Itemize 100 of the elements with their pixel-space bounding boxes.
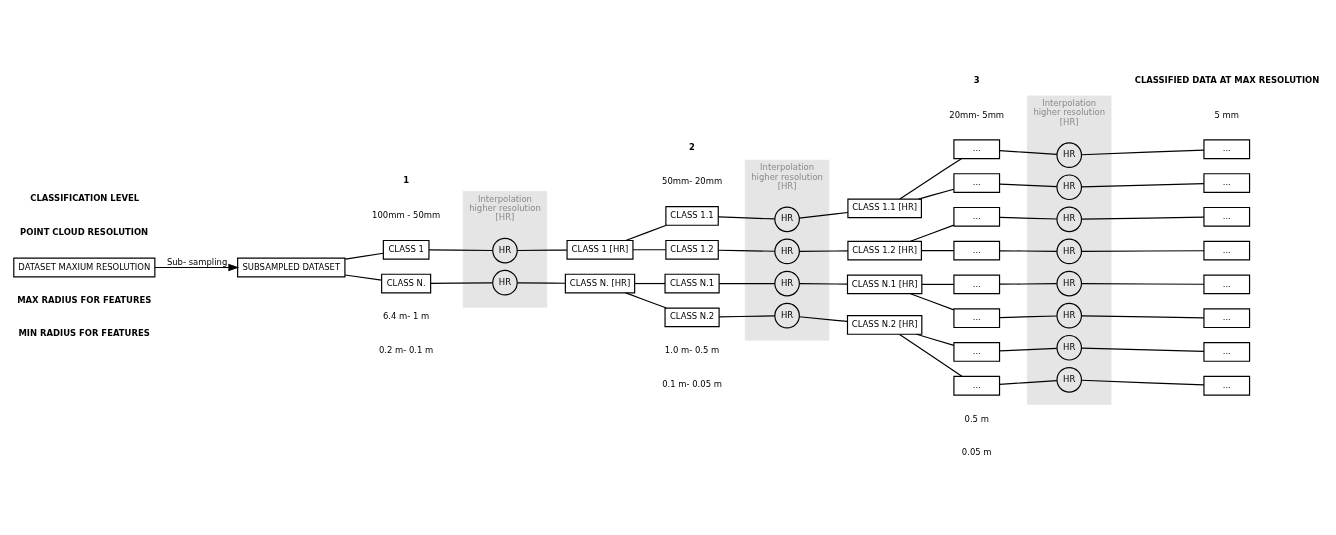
connector: [998, 380, 1058, 385]
node-box: ...: [953, 139, 1001, 160]
connector: [516, 282, 566, 284]
connector: [1080, 149, 1205, 156]
label: MIN RADIUS FOR FEATURES: [18, 328, 150, 339]
node-circle: HR: [774, 302, 800, 329]
node-box: CLASS 1.2 [HR]: [847, 240, 922, 261]
edge-label: Sub- sampling: [166, 256, 228, 267]
node-box: CLASS 1 [HR]: [566, 239, 634, 260]
connector: [717, 249, 776, 252]
node-box: CLASS 1.2: [665, 239, 719, 260]
node-box: CLASS N.1 [HR]: [846, 274, 923, 295]
node-box: CLASS N.1: [664, 273, 720, 294]
connector: [921, 283, 955, 285]
node-box: ...: [1203, 342, 1251, 362]
connector: [1080, 315, 1205, 319]
connector: [344, 274, 383, 281]
node-circle: HR: [774, 206, 800, 233]
node-box: SUBSAMPLED DATASET: [237, 257, 346, 278]
connector: [998, 216, 1058, 220]
connector: [428, 249, 494, 252]
node-box: CLASS 1: [382, 239, 430, 260]
node-box: ...: [953, 342, 1001, 362]
label: POINT CLOUD RESOLUTION: [20, 226, 149, 237]
connector: [1080, 250, 1205, 252]
node-circle: HR: [492, 237, 518, 264]
connector: [634, 282, 666, 285]
connector: [1080, 347, 1205, 352]
node-box: CLASS N.2: [664, 307, 720, 328]
connector: [998, 283, 1058, 285]
connector: [516, 249, 568, 252]
connector: [918, 188, 955, 200]
node-circle: HR: [1056, 334, 1083, 361]
connector: [718, 315, 776, 318]
node-circle: HR: [492, 269, 518, 296]
node-box: ...: [1203, 173, 1251, 193]
node-box: DATASET MAXIUM RESOLUTION: [13, 257, 156, 278]
connector: [798, 211, 849, 219]
connector: [998, 183, 1058, 188]
arrow: [154, 263, 240, 272]
node-box: ...: [1203, 206, 1251, 227]
label: 5 mm: [1214, 109, 1240, 120]
label: 100mm - 50mm: [372, 210, 441, 221]
connector: [430, 282, 494, 284]
label: 1.0 m- 0.5 m: [664, 345, 720, 356]
connector: [909, 293, 955, 311]
node-box: CLASS 1.1: [665, 206, 719, 226]
connector: [1080, 183, 1205, 188]
connector: [909, 224, 955, 242]
connector: [998, 150, 1058, 155]
label: MAX RADIUS FOR FEATURES: [17, 294, 152, 305]
node-box: ...: [953, 274, 1001, 295]
label: CLASSIFIED DATA AT MAX RESOLUTION: [1134, 74, 1320, 85]
node-circle: HR: [1056, 174, 1083, 201]
connector: [916, 333, 955, 346]
node-box: ...: [953, 375, 1001, 396]
node-box: ...: [1203, 308, 1251, 329]
node-box: ...: [1203, 274, 1251, 295]
label: 6.4 m- 1 m: [382, 311, 430, 322]
node-box: CLASS N. [HR]: [564, 273, 636, 294]
node-box: ...: [953, 308, 1001, 329]
connector: [799, 283, 848, 285]
label: 2: [689, 141, 695, 152]
connector: [998, 347, 1058, 352]
node-box: ...: [953, 240, 1001, 261]
node-circle: HR: [1056, 367, 1083, 393]
node-circle: HR: [774, 238, 800, 265]
connector: [798, 316, 849, 322]
label: 3: [973, 74, 980, 85]
node-circle: HR: [1056, 142, 1083, 168]
node-box: ...: [953, 173, 1001, 193]
node-box: CLASS N.: [381, 273, 432, 294]
connector: [899, 333, 963, 377]
connector: [799, 250, 849, 252]
connector: [718, 282, 776, 285]
node-box: ...: [1203, 240, 1251, 261]
label: 0.1 m- 0.05 m: [662, 379, 722, 390]
connector: [717, 216, 776, 220]
label: 0.2 m- 0.1 m: [378, 345, 434, 356]
node-box: CLASS 1.1 [HR]: [847, 198, 922, 219]
label: 50mm- 20mm: [662, 176, 723, 187]
node-circle: HR: [1056, 270, 1083, 297]
node-box: ...: [1203, 375, 1251, 396]
node-box: ...: [1203, 139, 1251, 160]
connector: [899, 158, 962, 200]
label: 0.05 m: [961, 447, 992, 458]
label: CLASSIFICATION LEVEL: [30, 193, 140, 204]
connector: [1080, 379, 1205, 386]
connector: [998, 250, 1058, 252]
connector: [1080, 216, 1205, 220]
label: 1: [403, 175, 410, 186]
connector: [625, 224, 667, 242]
label: 20mm- 5mm: [949, 109, 1005, 120]
node-circle: HR: [1056, 238, 1083, 265]
connector: [920, 250, 955, 252]
connector: [344, 252, 384, 260]
node-box: CLASS N.2 [HR]: [846, 315, 923, 335]
label: 0.5 m: [964, 413, 989, 424]
node-box: ...: [953, 206, 1001, 227]
node-circle: HR: [1056, 206, 1083, 233]
